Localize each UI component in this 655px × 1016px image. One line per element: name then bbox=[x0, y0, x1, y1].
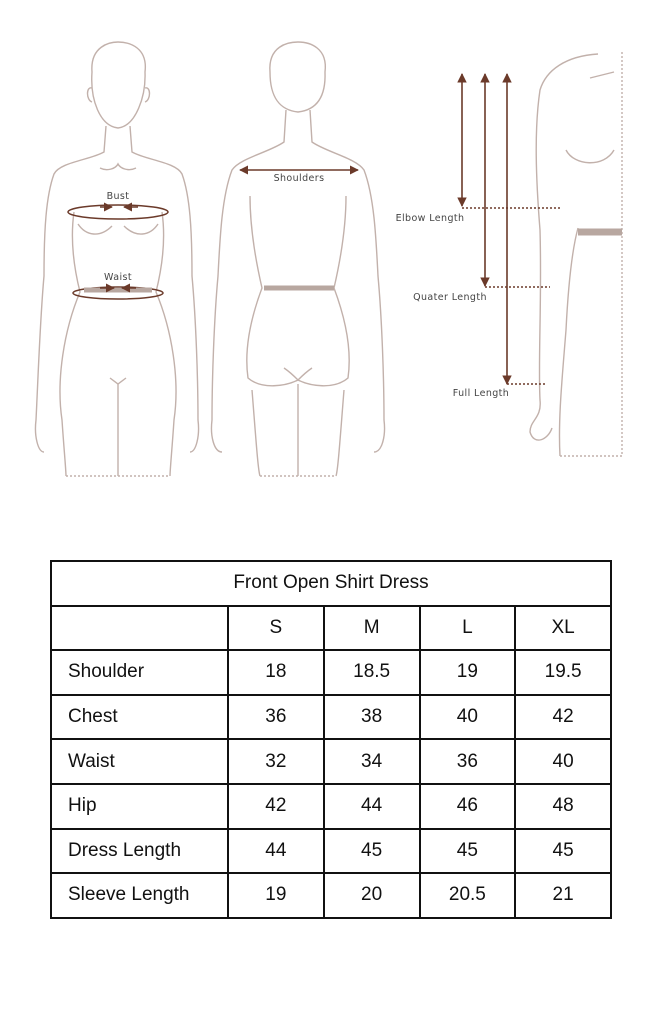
table-row: Waist 32 34 36 40 bbox=[50, 738, 612, 785]
back-figure bbox=[210, 41, 386, 477]
row-label: Dress Length bbox=[50, 827, 229, 875]
table-cell: 36 bbox=[227, 693, 325, 741]
table-row: Chest 36 38 40 42 bbox=[50, 693, 612, 741]
front-figure bbox=[34, 41, 200, 477]
title-row: Front Open Shirt Dress bbox=[50, 560, 612, 607]
table-cell: 18 bbox=[227, 649, 325, 696]
back-measure-marks bbox=[239, 165, 359, 291]
body-figures: Bust Waist Shoulders Elbow Length Quater… bbox=[34, 41, 623, 477]
header-cell-empty bbox=[50, 604, 229, 652]
elbow-length-label: Elbow Length bbox=[396, 213, 465, 224]
table-cell: 42 bbox=[514, 693, 612, 741]
header-cell-m: M bbox=[322, 604, 421, 652]
table-cell: 46 bbox=[418, 782, 517, 830]
bust-label: Bust bbox=[107, 191, 130, 202]
table-cell: 21 bbox=[514, 872, 612, 919]
header-cell-s: S bbox=[227, 604, 325, 652]
table-cell: 19 bbox=[227, 872, 325, 919]
row-label: Chest bbox=[50, 693, 229, 741]
size-chart: Front Open Shirt Dress S M L XL Shoulder… bbox=[50, 560, 612, 919]
table-row: Shoulder 18 18.5 19 19.5 bbox=[50, 649, 612, 696]
table-cell: 40 bbox=[418, 693, 517, 741]
table-cell: 18.5 bbox=[322, 649, 421, 696]
row-label: Waist bbox=[50, 738, 229, 785]
table-cell: 42 bbox=[227, 782, 325, 830]
table-cell: 45 bbox=[514, 827, 612, 875]
side-figure bbox=[529, 52, 623, 457]
table-cell: 44 bbox=[322, 782, 421, 830]
header-cell-xl: XL bbox=[514, 604, 612, 652]
front-measure-bands bbox=[67, 202, 169, 300]
table-cell: 48 bbox=[514, 782, 612, 830]
table-cell: 34 bbox=[322, 738, 421, 785]
header-cell-l: L bbox=[418, 604, 517, 652]
table-row: Hip 42 44 46 48 bbox=[50, 782, 612, 830]
table-cell: 32 bbox=[227, 738, 325, 785]
table-title: Front Open Shirt Dress bbox=[50, 560, 612, 607]
measurement-diagram: Bust Waist Shoulders Elbow Length Quater… bbox=[0, 0, 655, 500]
full-length-label: Full Length bbox=[453, 388, 509, 399]
table-cell: 45 bbox=[322, 827, 421, 875]
table-cell: 45 bbox=[418, 827, 517, 875]
table-cell: 19.5 bbox=[514, 649, 612, 696]
waist-label: Waist bbox=[104, 272, 132, 283]
table-row: Sleeve Length 19 20 20.5 21 bbox=[50, 872, 612, 919]
row-label: Sleeve Length bbox=[50, 872, 229, 919]
table-cell: 20.5 bbox=[418, 872, 517, 919]
header-row: S M L XL bbox=[50, 604, 612, 652]
table-cell: 19 bbox=[418, 649, 517, 696]
shoulders-label: Shoulders bbox=[274, 173, 325, 184]
table-cell: 36 bbox=[418, 738, 517, 785]
quarter-length-label: Quater Length bbox=[413, 292, 487, 303]
row-label: Hip bbox=[50, 782, 229, 830]
size-table: Front Open Shirt Dress S M L XL Shoulder… bbox=[50, 560, 612, 919]
length-arrows bbox=[457, 73, 560, 385]
table-cell: 38 bbox=[322, 693, 421, 741]
row-label: Shoulder bbox=[50, 649, 229, 696]
table-cell: 44 bbox=[227, 827, 325, 875]
table-row: Dress Length 44 45 45 45 bbox=[50, 827, 612, 875]
table-cell: 20 bbox=[322, 872, 421, 919]
table-cell: 40 bbox=[514, 738, 612, 785]
